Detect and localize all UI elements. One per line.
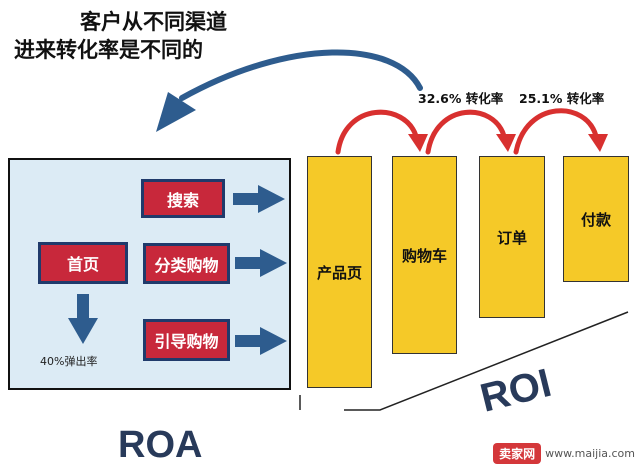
curved-conversion-arrow-icon-2 xyxy=(425,109,507,155)
funnel-step-order: 订单 xyxy=(479,156,545,318)
watermark: 卖家网 www.maijia.com xyxy=(493,443,635,464)
curved-conversion-arrow-icon-3 xyxy=(513,108,599,155)
title-line-1: 客户从不同渠道 xyxy=(80,10,227,34)
curved-return-arrow-icon xyxy=(156,49,423,132)
arrow-right-icon-3 xyxy=(235,327,287,355)
arrow-right-icon-2 xyxy=(235,249,287,277)
funnel-step-product-page: 产品页 xyxy=(307,156,372,388)
channel-search: 搜索 xyxy=(141,179,225,218)
roa-label: ROA xyxy=(118,424,203,466)
conversion-rate-order-to-payment: 25.1% 转化率 xyxy=(519,91,605,106)
roi-baseline xyxy=(299,311,629,411)
funnel-step-payment: 付款 xyxy=(563,156,629,282)
channel-home: 首页 xyxy=(38,242,128,284)
watermark-url: www.maijia.com xyxy=(545,447,635,460)
curved-conversion-arrowhead-2 xyxy=(496,134,516,152)
curved-conversion-arrow-icon-1 xyxy=(335,109,419,155)
conversion-rate-cart-to-order: 32.6% 转化率 xyxy=(418,91,504,106)
watermark-badge: 卖家网 xyxy=(493,443,542,464)
arrow-right-icon-1 xyxy=(233,185,285,213)
arrow-down-icon xyxy=(68,294,98,344)
title-line-2: 进来转化率是不同的 xyxy=(14,38,203,62)
bounce-rate-label: 40%弹出率 xyxy=(40,355,98,368)
channel-category: 分类购物 xyxy=(143,243,230,284)
curved-conversion-arrowhead-3 xyxy=(588,134,608,152)
curved-conversion-arrowhead-1 xyxy=(408,134,428,152)
channel-guided: 引导购物 xyxy=(143,319,230,361)
funnel-step-cart: 购物车 xyxy=(392,156,457,354)
